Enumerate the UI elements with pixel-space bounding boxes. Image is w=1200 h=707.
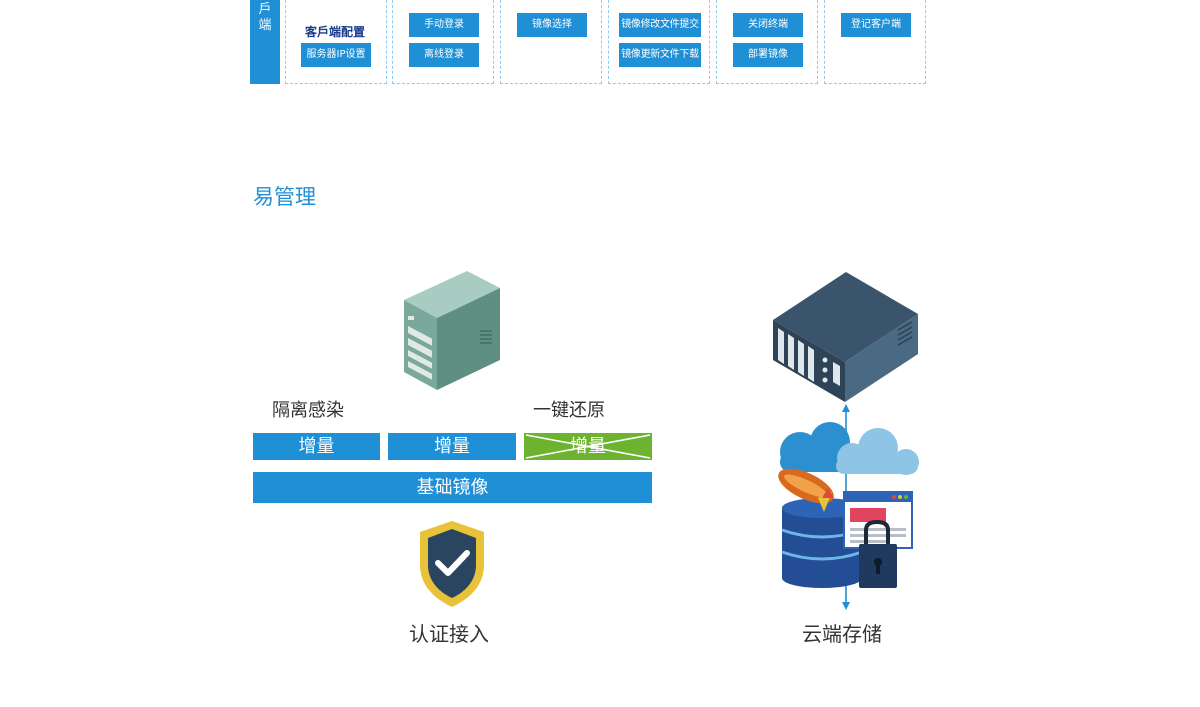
column-image-files: 镜像修改文件提交 镜像更新文件下载	[608, 0, 710, 84]
column-login: 手动登录 离线登录	[392, 0, 494, 84]
isolate-infection-label: 隔离感染	[272, 400, 344, 421]
rack-server-icon	[773, 272, 918, 402]
cloud-storage-icon	[778, 422, 919, 588]
side-tab-char-1: 戶	[258, 2, 272, 17]
increment-bar-3-label: 增量	[570, 436, 606, 457]
manual-login-button[interactable]: 手动登录	[409, 13, 479, 37]
cross-out-mark	[525, 434, 651, 459]
server-ip-settings-button[interactable]: 服务器IP设置	[301, 43, 371, 67]
base-image-bar: 基础镜像	[253, 472, 652, 503]
shutdown-terminal-button[interactable]: 关闭终端	[733, 13, 803, 37]
increment-bar-2: 增量	[388, 433, 516, 460]
column-terminal: 关闭终端 部署镜像	[716, 0, 818, 84]
side-tab-char-2: 端	[258, 18, 272, 33]
column-client-config: 客戶端配置 服务器IP设置	[285, 0, 387, 84]
offline-login-button[interactable]: 离线登录	[409, 43, 479, 67]
image-select-button[interactable]: 镜像选择	[517, 13, 587, 37]
client-config-label: 客戶端配置	[305, 25, 366, 39]
tower-server-icon	[404, 271, 500, 390]
increment-bar-1: 增量	[253, 433, 380, 460]
column-image-select: 镜像选择	[500, 0, 602, 84]
auth-access-label: 认证接入	[409, 622, 489, 646]
section-title: 易管理	[253, 185, 316, 209]
deploy-image-button[interactable]: 部署镜像	[733, 43, 803, 67]
client-side-tab: 戶 端	[250, 0, 280, 84]
column-register-client: 登记客户端	[824, 0, 926, 84]
cloud-storage-label: 云端存储	[802, 622, 882, 646]
register-client-button[interactable]: 登记客户端	[841, 13, 911, 37]
submit-image-changes-button[interactable]: 镜像修改文件提交	[619, 13, 701, 37]
one-click-restore-label: 一键还原	[533, 400, 605, 421]
download-image-updates-button[interactable]: 镜像更新文件下载	[619, 43, 701, 67]
shield-check-icon	[420, 521, 484, 607]
increment-bar-3-crossed: 增量	[524, 433, 652, 460]
